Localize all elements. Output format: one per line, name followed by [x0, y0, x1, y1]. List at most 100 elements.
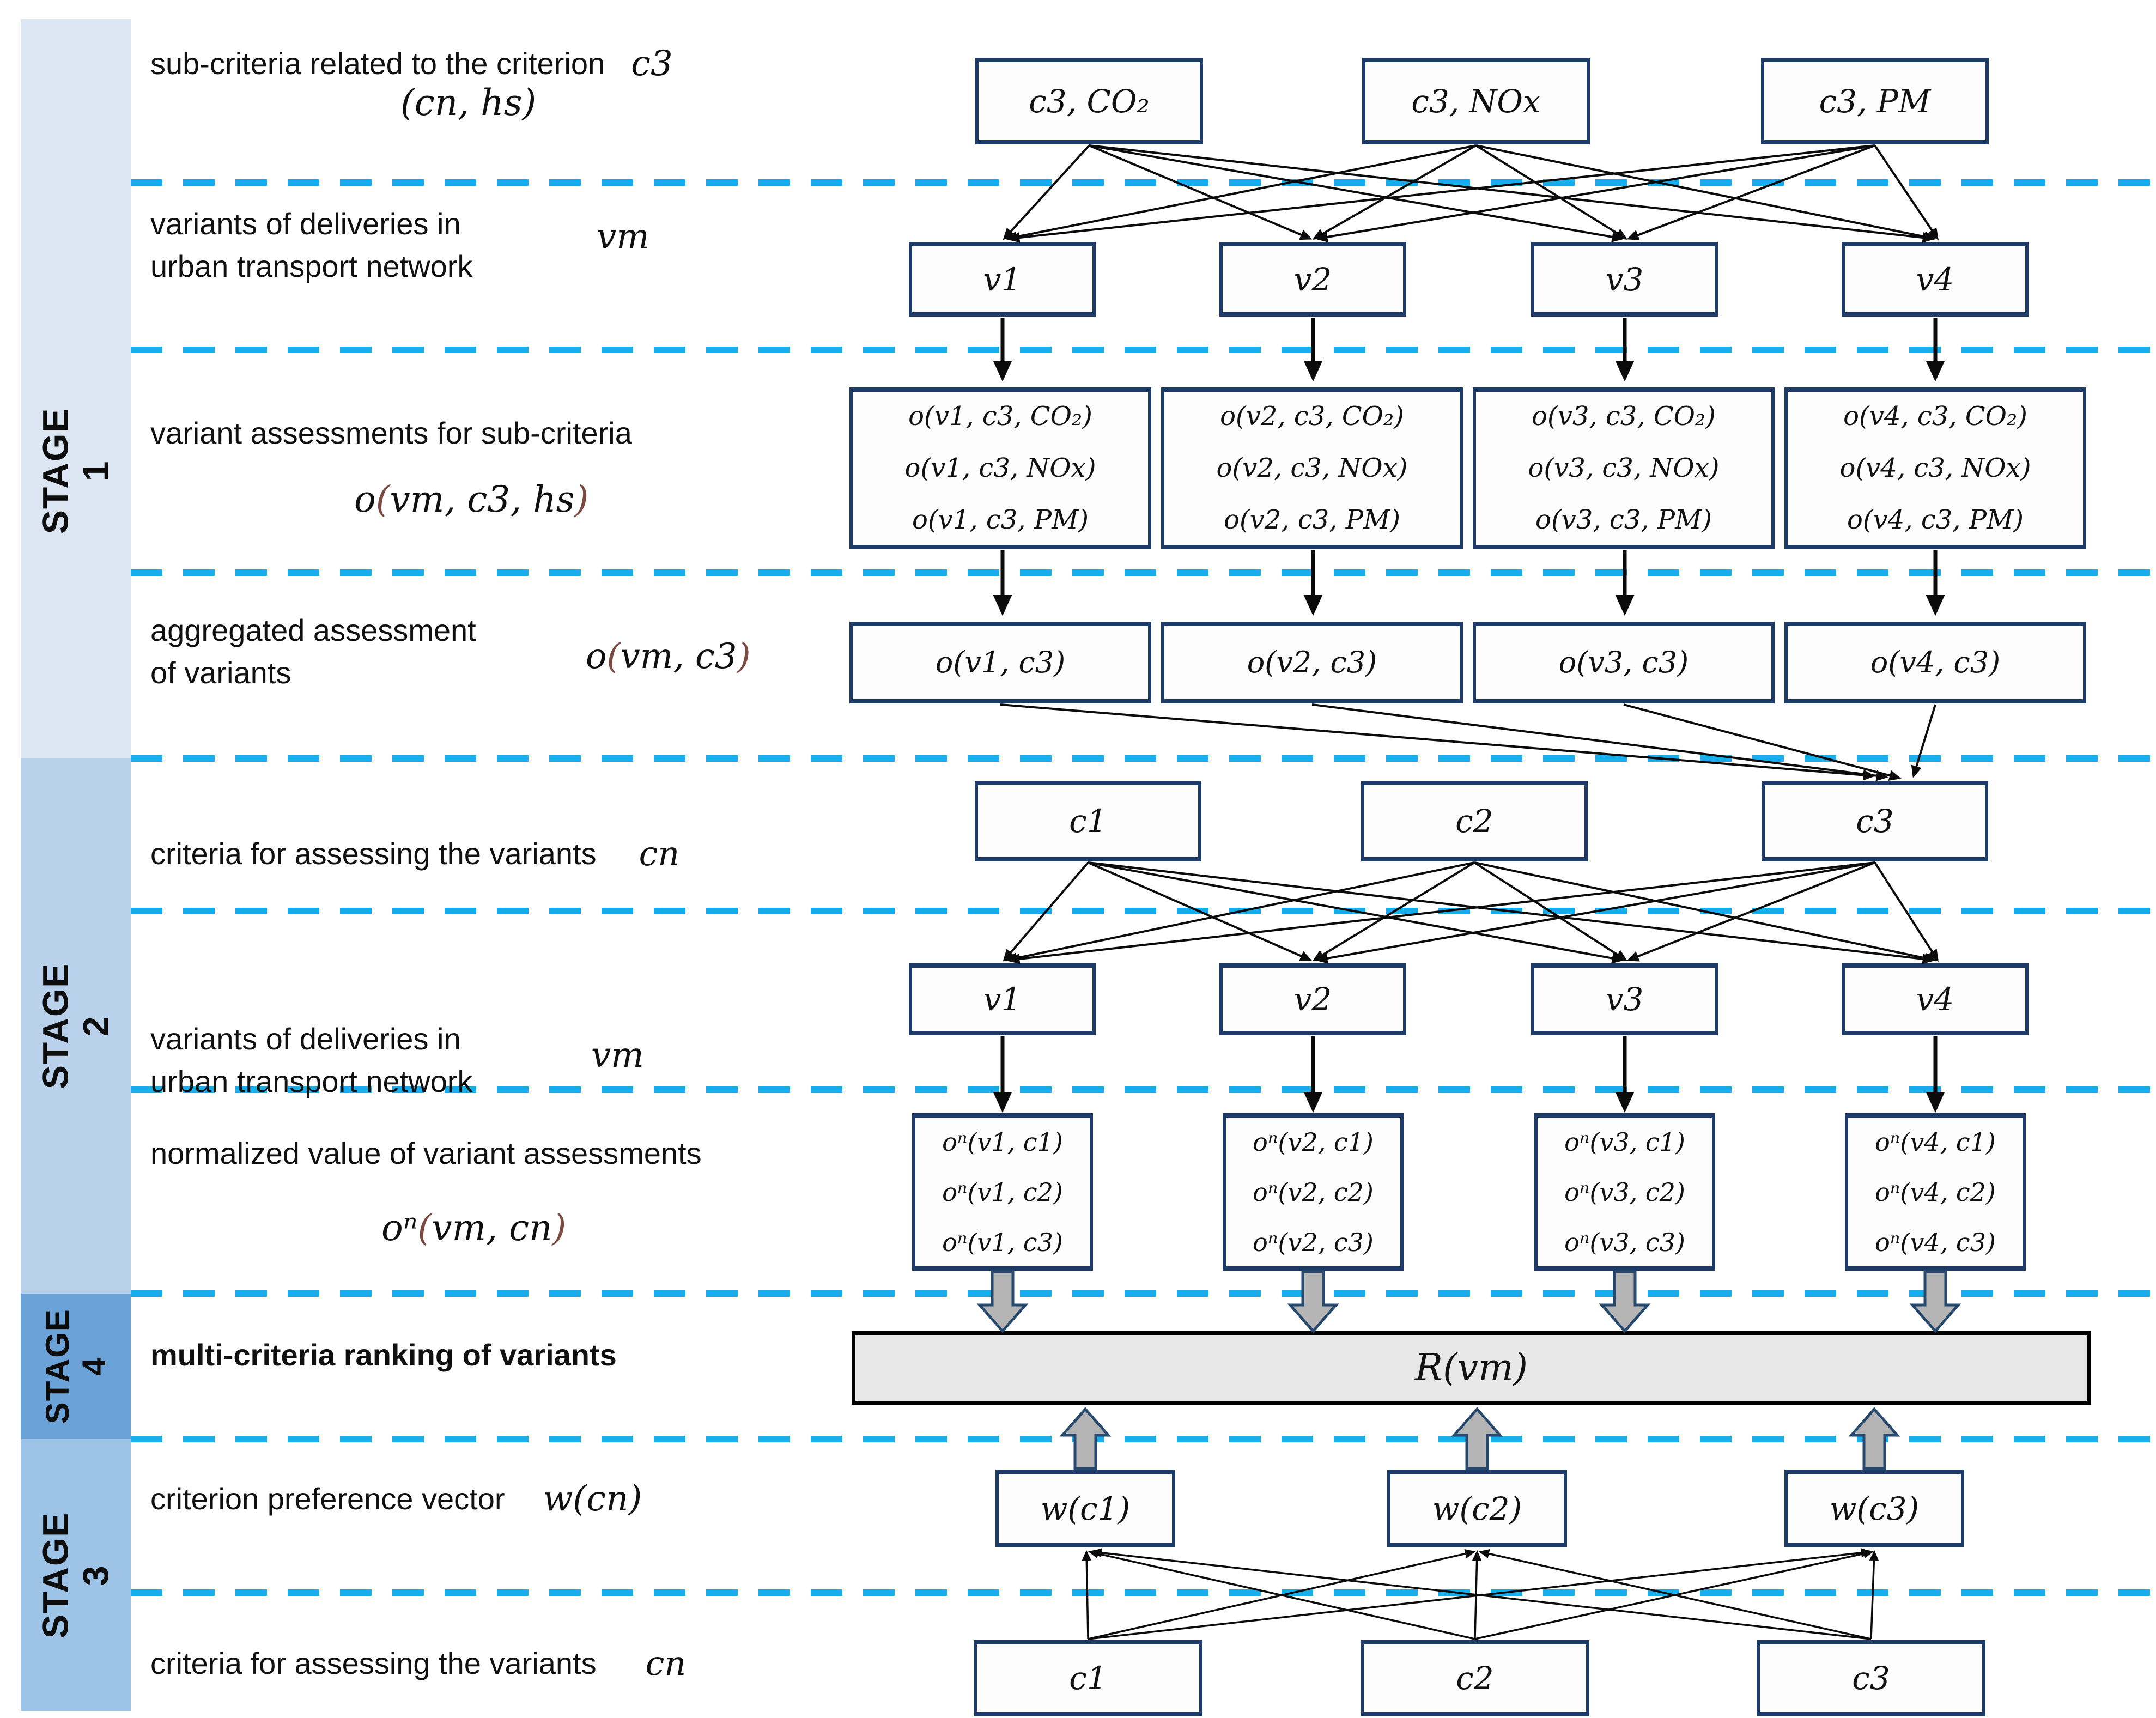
connector-shape	[1874, 861, 1939, 962]
row10-label: criteria for assessing the variants cn	[150, 1642, 686, 1685]
row6-line2: urban transport network	[150, 1064, 473, 1098]
box-wc3: w(c3)	[1784, 1470, 1964, 1547]
box-c3-s2: c3	[1762, 781, 1988, 861]
connector-shape	[1005, 144, 1477, 242]
box-v1-s2: v1	[909, 963, 1096, 1035]
connector-shape	[1848, 1407, 1900, 1470]
box-c2-s3: c2	[1361, 1640, 1589, 1716]
row1-text: sub-criteria related to the criterion	[150, 46, 605, 81]
connector-shape	[1475, 144, 1628, 240]
connector-shape	[1474, 861, 1936, 963]
row10-text: criteria for assessing the variants	[150, 1646, 597, 1680]
connector-shape	[1003, 861, 1089, 962]
dashed-separator-2	[131, 347, 2156, 353]
box-v2-s2: v2	[1219, 963, 1406, 1035]
stage3-criteria-to-weight-arrows	[1082, 1548, 1879, 1640]
dashed-separator-3	[131, 569, 2156, 576]
stage1-subcriteria-to-variants-arrows	[1003, 144, 1939, 243]
connector-shape	[1312, 861, 1475, 961]
aggregated-to-c3-arrows	[1000, 703, 1936, 781]
row1-formula-cnhs: (cn, hs)	[400, 82, 537, 124]
box-c3-nox: c3, NOx	[1362, 58, 1590, 144]
row1-label: sub-criteria related to the criterion c3	[150, 43, 673, 85]
stage-4-band: STAGE 4	[21, 1294, 131, 1439]
connector-shape	[1089, 144, 1935, 243]
connector-shape	[1003, 144, 1090, 240]
row9-label: criterion preference vector w(cn)	[150, 1478, 642, 1520]
connector-shape	[1473, 861, 1628, 961]
connector-shape	[1315, 861, 1875, 964]
connector-shape	[1088, 861, 1313, 961]
stage2-criteria-to-variants-arrows	[1003, 861, 1939, 964]
connector-shape	[1909, 1270, 1961, 1333]
connector-shape	[1626, 861, 1875, 962]
box-assess-v3: o(v3, c3, CO₂) o(v3, c3, NOx) o(v3, c3, …	[1473, 387, 1775, 549]
row2-label: variants of deliveries in urban transpor…	[150, 203, 472, 288]
box-norm-v4: oⁿ(v4, c1) oⁿ(v4, c2) oⁿ(v4, c3)	[1845, 1113, 2026, 1271]
box-c2-s2: c2	[1361, 781, 1588, 861]
normalized-to-ranking-block-arrows	[976, 1270, 1961, 1333]
connector-shape	[976, 1270, 1029, 1333]
box-c3-s3: c3	[1757, 1640, 1985, 1716]
weights-to-ranking-block-arrows	[1059, 1407, 1900, 1470]
row2-formula-vm: vm	[597, 217, 649, 257]
row2-line2: urban transport network	[150, 249, 473, 283]
connector-shape	[1911, 704, 1936, 778]
row1-formula-c3: c3	[631, 44, 673, 84]
row6-label: variants of deliveries in urban transpor…	[150, 1018, 472, 1103]
connector-shape	[1000, 703, 1875, 781]
box-c3-co2: c3, CO₂	[975, 58, 1203, 144]
connector-shape	[1059, 1407, 1112, 1470]
box-v2-s1: v2	[1219, 242, 1406, 317]
box-agg-v1: o(v1, c3)	[849, 622, 1151, 703]
row4-line1: aggregated assessment	[150, 613, 476, 647]
row9-text: criterion preference vector	[150, 1482, 505, 1516]
dashed-separator-8	[131, 1436, 2156, 1442]
connector-shape	[1869, 1550, 1879, 1640]
dashed-separator-9	[131, 1589, 2156, 1596]
row7-formula: oⁿ(vm, cn)	[381, 1207, 567, 1249]
stage-2-band: STAGE 2	[21, 758, 131, 1294]
box-norm-v1: oⁿ(v1, c1) oⁿ(v1, c2) oⁿ(v1, c3)	[912, 1113, 1093, 1271]
row2-line1: variants of deliveries in	[150, 207, 461, 241]
stage1-variant-to-assessment-arrows	[993, 318, 1945, 382]
row4-formula: o(vm, c3)	[586, 636, 751, 677]
connector-shape	[1088, 861, 1624, 964]
row8-label: multi-criteria ranking of variants	[150, 1338, 617, 1372]
box-norm-v2: oⁿ(v2, c1) oⁿ(v2, c2) oⁿ(v2, c3)	[1223, 1113, 1404, 1271]
connector-shape	[1315, 144, 1875, 242]
box-c1-s2: c1	[975, 781, 1201, 861]
connector-shape	[1478, 1549, 1872, 1640]
box-assess-v1: o(v1, c3, CO₂) o(v1, c3, NOx) o(v1, c3, …	[849, 387, 1151, 549]
box-agg-v4: o(v4, c3)	[1784, 622, 2086, 703]
connector-shape	[1451, 1407, 1503, 1470]
connector-shape	[1007, 144, 1875, 243]
box-assess-v2: o(v2, c3, CO₂) o(v2, c3, NOx) o(v2, c3, …	[1161, 387, 1463, 549]
stage-1-band: STAGE 1	[21, 19, 131, 758]
row3-label: variant assessments for sub-criteria	[150, 416, 632, 450]
row5-text: criteria for assessing the variants	[150, 836, 597, 871]
row4-label: aggregated assessment of variants	[150, 609, 476, 694]
connector-shape	[1089, 144, 1624, 242]
connector-shape	[1623, 703, 1902, 781]
box-v1-s1: v1	[909, 242, 1096, 317]
assessment-to-aggregated-arrows	[993, 550, 1945, 616]
connector-shape	[1626, 144, 1875, 240]
connector-shape	[1599, 1270, 1651, 1333]
connector-shape	[1312, 144, 1477, 240]
row3-formula: o(vm, c3, hs)	[354, 478, 589, 520]
row6-line1: variants of deliveries in	[150, 1022, 461, 1056]
row4-line2: of variants	[150, 655, 291, 690]
box-v3-s2: v3	[1531, 963, 1718, 1035]
row5-label: criteria for assessing the variants cn	[150, 833, 679, 875]
dashed-separator-6	[131, 1086, 2156, 1093]
connector-shape	[1089, 144, 1313, 240]
row5-formula-cn: cn	[639, 834, 680, 873]
box-agg-v2: o(v2, c3)	[1161, 622, 1463, 703]
box-agg-v3: o(v3, c3)	[1473, 622, 1775, 703]
connector-shape	[1088, 861, 1935, 964]
row7-label: normalized value of variant assessments	[150, 1136, 702, 1170]
connector-shape	[1091, 1548, 1872, 1640]
